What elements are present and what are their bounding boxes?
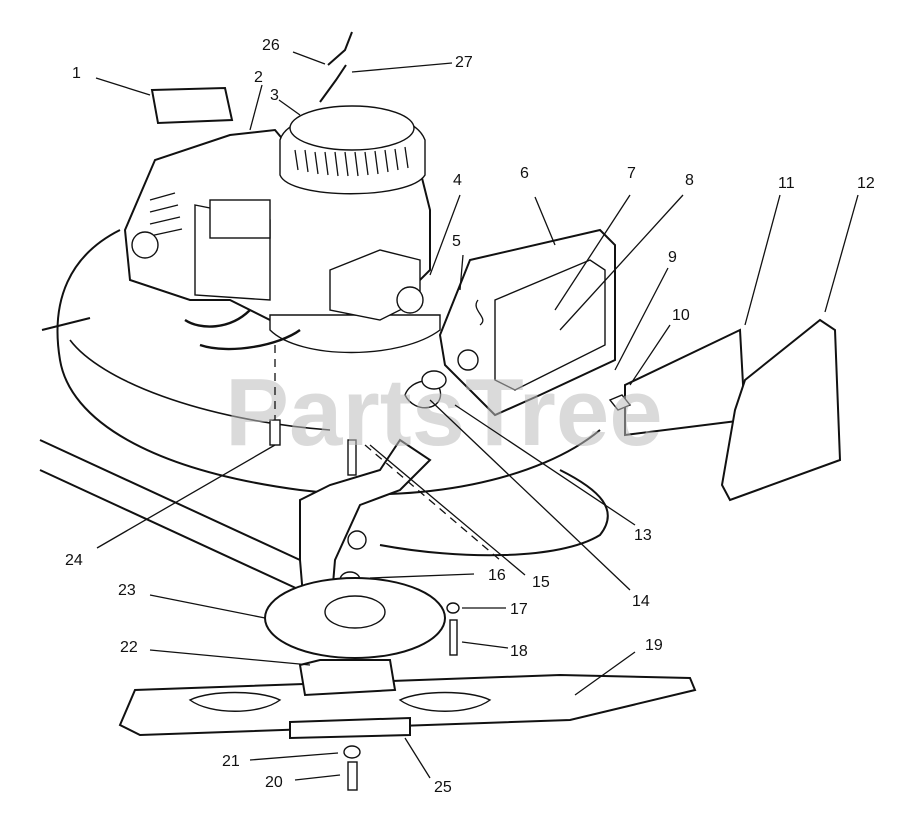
callout-17: 17 bbox=[510, 601, 528, 618]
callout-5: 5 bbox=[452, 233, 461, 250]
callout-12: 12 bbox=[857, 175, 875, 192]
callout-23: 23 bbox=[118, 582, 136, 599]
callout-8: 8 bbox=[685, 172, 694, 189]
callout-10: 10 bbox=[672, 307, 690, 324]
callout-15: 15 bbox=[532, 574, 550, 591]
callout-14: 14 bbox=[632, 593, 650, 610]
callout-11: 11 bbox=[778, 175, 795, 192]
callout-labels: 1 2 3 4 5 6 7 8 9 10 11 12 13 14 15 16 1… bbox=[65, 37, 875, 796]
callout-13: 13 bbox=[634, 527, 652, 544]
blade-adapter bbox=[264, 577, 446, 659]
callout-26: 26 bbox=[262, 37, 280, 54]
mower-deck bbox=[39, 229, 609, 591]
engine bbox=[123, 105, 441, 354]
callout-21: 21 bbox=[222, 753, 240, 770]
callout-9: 9 bbox=[668, 249, 677, 266]
callout-24: 24 bbox=[65, 552, 83, 569]
callout-1: 1 bbox=[72, 65, 81, 82]
callout-19: 19 bbox=[645, 637, 663, 654]
callout-2: 2 bbox=[254, 69, 263, 86]
air-cleaner-base bbox=[438, 228, 616, 417]
shroud-vents bbox=[149, 146, 409, 237]
callout-27: 27 bbox=[455, 54, 473, 71]
leader-lines bbox=[95, 51, 859, 781]
callout-6: 6 bbox=[520, 165, 529, 182]
callout-20: 20 bbox=[265, 774, 283, 791]
callout-4: 4 bbox=[453, 172, 462, 189]
callout-3: 3 bbox=[270, 87, 279, 104]
callout-22: 22 bbox=[120, 639, 138, 656]
blade bbox=[118, 659, 697, 740]
callout-18: 18 bbox=[510, 643, 528, 660]
callout-7: 7 bbox=[627, 165, 636, 182]
callout-25: 25 bbox=[434, 779, 452, 796]
decal bbox=[150, 86, 234, 125]
callout-16: 16 bbox=[488, 567, 506, 584]
air-cleaner-cover bbox=[720, 318, 842, 502]
